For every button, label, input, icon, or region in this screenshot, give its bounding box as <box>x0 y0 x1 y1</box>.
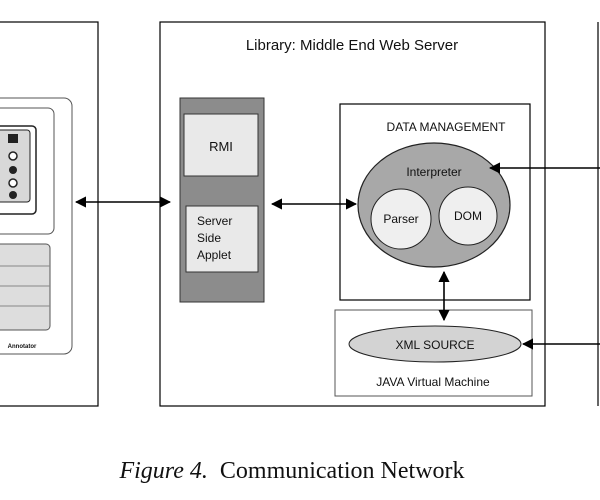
dot-tool-icon <box>9 166 17 174</box>
client-panel: Annotator <box>0 21 99 407</box>
client-list-panel <box>0 243 51 331</box>
dom-label: DOM <box>454 209 482 223</box>
server-side-applet-box <box>185 205 259 273</box>
rmi-label: RMI <box>209 139 233 154</box>
client-toolbar <box>0 129 31 203</box>
trash-icon <box>8 134 18 143</box>
xml-source-label: XML SOURCE <box>396 338 475 352</box>
figure-caption-prefix: Figure 4. <box>118 458 207 484</box>
xml-source-ellipse <box>348 325 522 363</box>
circle-tool-icon <box>8 151 18 161</box>
dom-circle <box>438 186 498 246</box>
figure-caption-title: Communication Network <box>220 458 465 484</box>
applet-label-line-3: Applet <box>197 248 232 262</box>
rmi-box <box>183 113 259 177</box>
jvm-title: JAVA Virtual Machine <box>376 375 490 389</box>
drop-tool-icon <box>9 191 17 199</box>
ring-tool-icon <box>8 178 18 188</box>
library-title: Library: Middle End Web Server <box>246 37 458 54</box>
data-management-title: DATA MANAGEMENT <box>387 120 507 134</box>
parser-circle <box>370 188 432 250</box>
applet-label-line-2: Side <box>197 231 221 245</box>
interpreter-label: Interpreter <box>406 165 461 179</box>
client-caption: Annotator <box>8 344 37 350</box>
applet-label-line-1: Server <box>197 214 232 228</box>
figure-caption: Figure 4. Communication Network <box>118 458 464 484</box>
parser-label: Parser <box>383 212 418 226</box>
